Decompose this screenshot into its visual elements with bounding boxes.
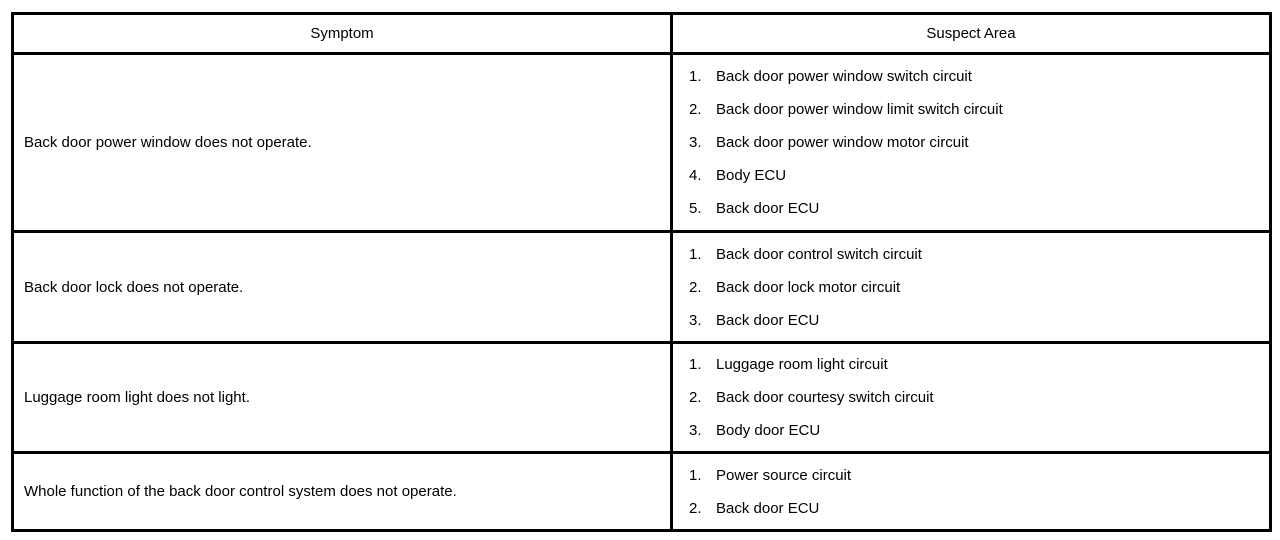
suspect-label: Back door power window switch circuit <box>716 68 972 85</box>
suspect-item: 1. Back door control switch circuit <box>689 238 1261 271</box>
table-row: Luggage room light does not light. 1. Lu… <box>11 341 1272 454</box>
suspect-item: 2. Back door courtesy switch circuit <box>689 381 1261 414</box>
suspect-list: 1. Back door control switch circuit 2. B… <box>689 238 1261 337</box>
suspect-item: 3. Back door ECU <box>689 304 1261 337</box>
symptom-cell: Whole function of the back door control … <box>11 451 673 532</box>
suspect-item: 1. Power source circuit <box>689 459 1261 492</box>
suspect-item: 2. Back door power window limit switch c… <box>689 93 1261 126</box>
suspect-label: Back door ECU <box>716 499 820 517</box>
suspect-number: 1. <box>689 356 702 373</box>
suspect-area-cell: 1. Back door power window switch circuit… <box>670 52 1272 233</box>
suspect-label: Back door power window motor circuit <box>716 134 969 151</box>
suspect-label: Back door courtesy switch circuit <box>716 389 934 406</box>
symptom-text: Back door power window does not operate. <box>24 134 312 151</box>
suspect-label: Back door ECU <box>716 200 820 217</box>
column-header-symptom: Symptom <box>11 12 673 55</box>
suspect-item: 1. Back door power window switch circuit <box>689 60 1261 93</box>
suspect-number: 1. <box>689 466 702 484</box>
symptom-text: Back door lock does not operate. <box>24 278 244 296</box>
suspect-list: 1. Power source circuit 2. Back door ECU <box>689 459 1261 525</box>
suspect-number: 4. <box>689 167 702 184</box>
suspect-label: Power source circuit <box>716 466 852 484</box>
symptom-cell: Back door power window does not operate. <box>11 52 673 233</box>
suspect-label: Back door control switch circuit <box>716 245 922 263</box>
suspect-item: 2. Back door lock motor circuit <box>689 271 1261 304</box>
suspect-item: 4. Body ECU <box>689 159 1261 192</box>
suspect-item: 1. Luggage room light circuit <box>689 348 1261 381</box>
symptom-cell: Back door lock does not operate. <box>11 230 673 344</box>
suspect-item: 2. Back door ECU <box>689 492 1261 525</box>
suspect-label: Back door lock motor circuit <box>716 278 901 296</box>
suspect-number: 3. <box>689 422 702 439</box>
suspect-number: 5. <box>689 200 702 217</box>
column-header-suspect-area: Suspect Area <box>670 12 1272 55</box>
table-header-row: Symptom Suspect Area <box>11 12 1272 55</box>
suspect-label: Body ECU <box>716 167 787 184</box>
suspect-area-cell: 1. Back door control switch circuit 2. B… <box>670 230 1272 344</box>
suspect-label: Back door ECU <box>716 311 820 329</box>
suspect-number: 2. <box>689 278 702 296</box>
symptom-text: Whole function of the back door control … <box>24 483 457 500</box>
suspect-number: 3. <box>689 311 702 329</box>
suspect-area-cell: 1. Power source circuit 2. Back door ECU <box>670 451 1272 532</box>
symptom-text: Luggage room light does not light. <box>24 389 250 406</box>
suspect-label: Luggage room light circuit <box>716 356 888 373</box>
suspect-number: 1. <box>689 68 702 85</box>
suspect-label: Back door power window limit switch circ… <box>716 101 1003 118</box>
suspect-item: 5. Back door ECU <box>689 192 1261 225</box>
suspect-number: 2. <box>689 101 702 118</box>
suspect-list: 1. Luggage room light circuit 2. Back do… <box>689 348 1261 447</box>
suspect-area-cell: 1. Luggage room light circuit 2. Back do… <box>670 341 1272 454</box>
suspect-item: 3. Body door ECU <box>689 414 1261 447</box>
table-row: Whole function of the back door control … <box>11 451 1272 532</box>
table-row: Back door lock does not operate. 1. Back… <box>11 230 1272 344</box>
symptom-suspect-table: Symptom Suspect Area Back door power win… <box>11 12 1272 532</box>
suspect-list: 1. Back door power window switch circuit… <box>689 60 1261 225</box>
suspect-label: Body door ECU <box>716 422 821 439</box>
suspect-number: 1. <box>689 245 702 263</box>
suspect-number: 3. <box>689 134 702 151</box>
symptom-cell: Luggage room light does not light. <box>11 341 673 454</box>
suspect-number: 2. <box>689 389 702 406</box>
suspect-number: 2. <box>689 499 702 517</box>
table-row: Back door power window does not operate.… <box>11 52 1272 233</box>
suspect-item: 3. Back door power window motor circuit <box>689 126 1261 159</box>
